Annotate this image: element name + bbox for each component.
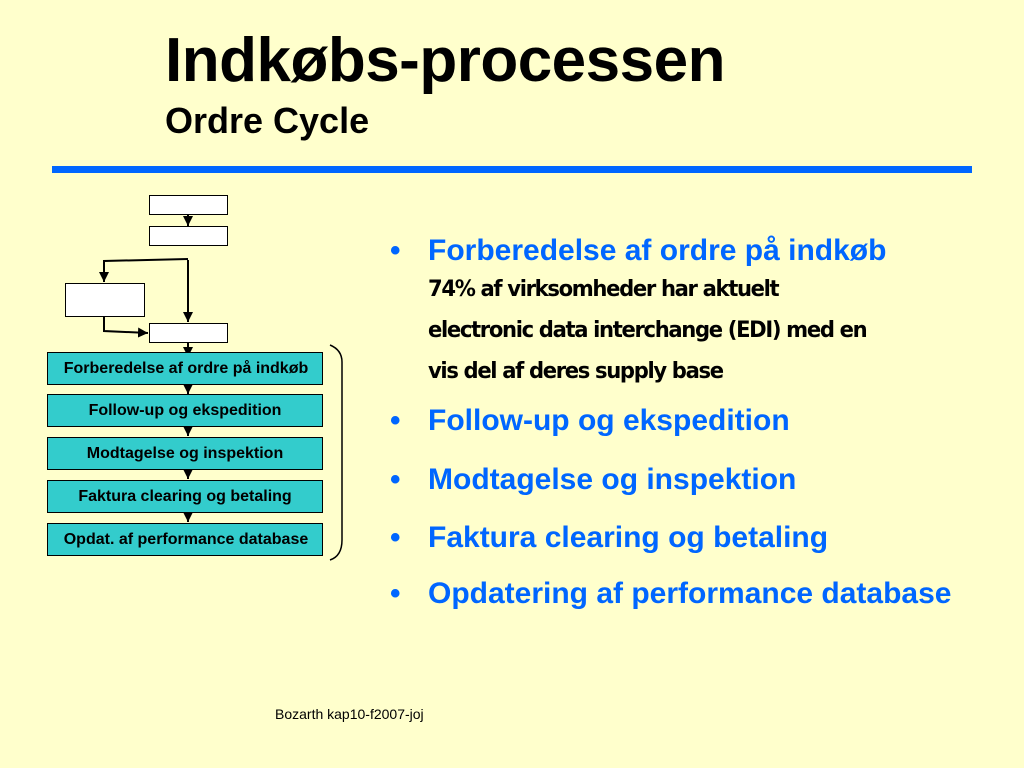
- diagram-step-4-label: Faktura clearing og betaling: [78, 487, 292, 505]
- slide-subtitle: Ordre Cycle: [165, 100, 370, 141]
- bullet-label: Forberedelse af ordre på indkøb: [428, 234, 887, 267]
- slide-footer: Bozarth kap10-f2007-joj: [275, 706, 424, 722]
- bullet-dot-icon: •: [390, 404, 401, 437]
- bullet-dot-icon: •: [390, 463, 401, 496]
- bullet-item: • Opdatering af performance database: [390, 575, 990, 612]
- bullet-subtext-line: vis del af deres supply base: [428, 359, 724, 384]
- bullet-label: Faktura clearing og betaling: [428, 521, 829, 554]
- diagram-empty-box-2: [149, 226, 228, 246]
- bullet-label: Follow-up og ekspedition: [428, 404, 790, 437]
- diagram-step-5-label: Opdat. af performance database: [63, 530, 309, 548]
- diagram-empty-box-1: [149, 195, 228, 215]
- bullet-label: Opdatering af performance database: [428, 577, 952, 610]
- bullet-dot-icon: •: [390, 234, 401, 267]
- bullet-list: • Forberedelse af ordre på indkøb 74% af…: [390, 232, 990, 612]
- bullet-item: • Follow-up og ekspedition: [390, 402, 990, 439]
- bullet-item: • Forberedelse af ordre på indkøb 74% af…: [390, 232, 990, 392]
- bullet-item: • Faktura clearing og betaling: [390, 519, 990, 556]
- bullet-item: • Modtagelse og inspektion: [390, 461, 990, 498]
- diagram-empty-box-side: [65, 283, 145, 317]
- order-cycle-diagram: Forberedelse af ordre på indkøb Follow-u…: [0, 0, 360, 580]
- diagram-step-2: Follow-up og ekspedition: [47, 394, 323, 427]
- bullet-label: Modtagelse og inspektion: [428, 463, 797, 496]
- diagram-step-3-label: Modtagelse og inspektion: [86, 444, 284, 462]
- bullet-subtext-line: electronic data interchange (EDI) med en: [428, 318, 868, 343]
- diagram-step-1: Forberedelse af ordre på indkøb: [47, 352, 323, 385]
- diagram-step-2-label: Follow-up og ekspedition: [88, 401, 282, 419]
- diagram-step-3: Modtagelse og inspektion: [47, 437, 323, 470]
- diagram-empty-box-3: [149, 323, 228, 343]
- diagram-step-4: Faktura clearing og betaling: [47, 480, 323, 513]
- diagram-step-1-label: Forberedelse af ordre på indkøb: [63, 359, 309, 377]
- bullet-subtext-line: 74% af virksomheder har aktuelt: [428, 277, 780, 302]
- title-divider: [52, 166, 972, 173]
- bullet-subtext: 74% af virksomheder har aktuelt electron…: [428, 269, 968, 392]
- bullet-dot-icon: •: [390, 521, 401, 554]
- slide-title: Indkøbs-processen: [165, 26, 725, 95]
- bullet-dot-icon: •: [390, 577, 401, 610]
- diagram-step-5: Opdat. af performance database: [47, 523, 323, 556]
